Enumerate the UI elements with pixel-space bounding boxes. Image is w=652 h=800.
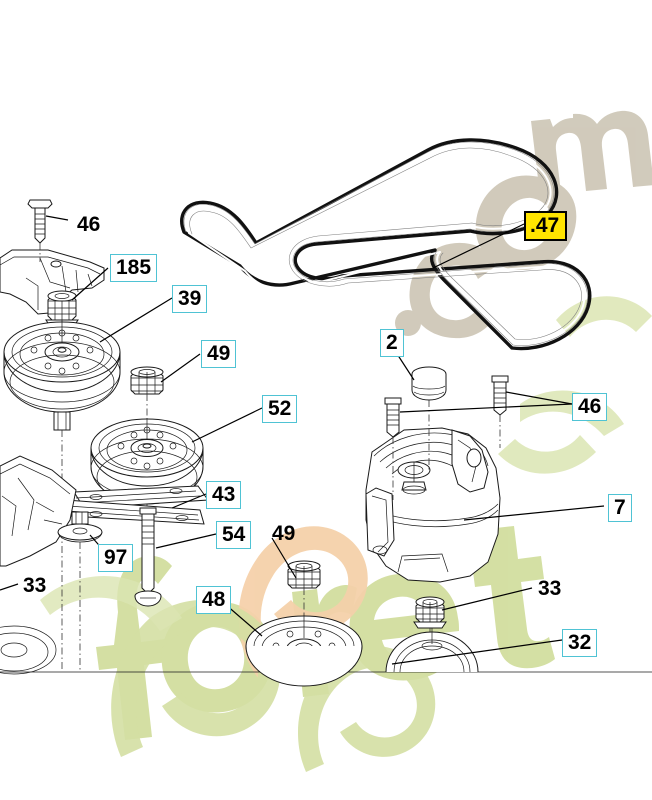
callout-32[interactable]: 32 xyxy=(562,629,598,657)
callout-7[interactable]: 7 xyxy=(608,494,632,522)
lock-nut-part-49-upper xyxy=(130,366,164,418)
callout-47-highlighted[interactable]: .47 xyxy=(524,211,568,241)
callout-43[interactable]: 43 xyxy=(206,481,242,509)
callout-54[interactable]: 54 xyxy=(216,521,252,549)
callout-46-upper[interactable]: 46 xyxy=(77,213,101,236)
callout-2[interactable]: 2 xyxy=(380,329,404,357)
callout-185[interactable]: 185 xyxy=(110,254,158,282)
callout-49-upper[interactable]: 49 xyxy=(201,340,237,368)
bolt-part-46-upper xyxy=(27,199,53,262)
callout-46-right[interactable]: 46 xyxy=(572,393,608,421)
callout-49-lower[interactable]: 49 xyxy=(272,522,296,545)
callout-39[interactable]: 39 xyxy=(172,285,208,313)
callout-97[interactable]: 97 xyxy=(98,544,134,572)
belt-cover-housing-part-7 xyxy=(365,427,501,583)
callout-48[interactable]: 48 xyxy=(196,586,232,614)
bracket-rail-part-43 xyxy=(65,485,209,525)
callout-33-right[interactable]: 33 xyxy=(538,577,562,600)
pulley-partial-bottom-left xyxy=(0,625,57,675)
idler-pulley-part-39 xyxy=(3,320,121,672)
plug-cap-part-2 xyxy=(411,366,447,470)
deck-frame-bracket-upper-left xyxy=(0,249,105,315)
callout-33-left[interactable]: 33 xyxy=(23,574,47,597)
callout-52[interactable]: 52 xyxy=(262,395,298,423)
